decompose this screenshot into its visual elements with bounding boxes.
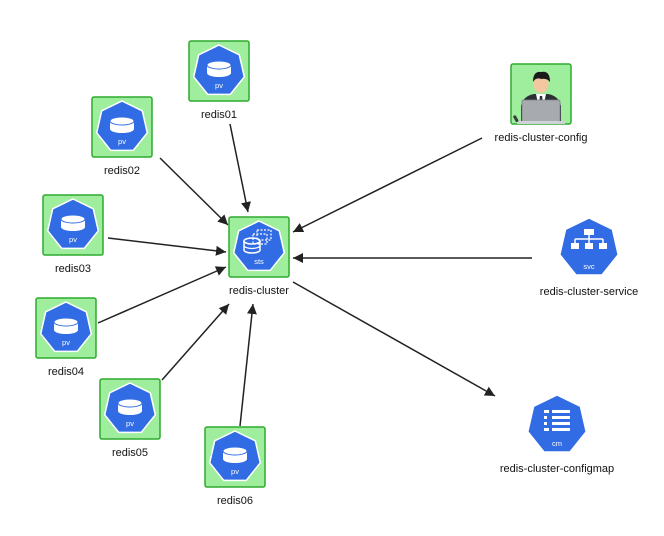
edge-cluster-to-configmap [292, 281, 496, 397]
node-redis-cluster-service[interactable]: svc redis-cluster-service [540, 217, 638, 298]
edge-redis03-to-cluster [107, 237, 227, 256]
node-kind-tag: sts [254, 257, 264, 266]
persistent-volume-icon: pv [192, 44, 246, 96]
statefulset-icon: sts [232, 220, 286, 272]
node-label: redis06 [217, 495, 253, 507]
node-redis05[interactable]: pv redis05 [99, 378, 161, 459]
node-label: redis04 [48, 366, 84, 378]
node-redis06[interactable]: pv redis06 [204, 426, 266, 507]
node-label: redis-cluster-configmap [500, 463, 614, 475]
node-label: redis03 [55, 263, 91, 275]
node-kind-tag: cm [552, 439, 562, 448]
edge-config-to-cluster [292, 137, 483, 233]
persistent-volume-icon: pv [95, 100, 149, 152]
node-kind-tag: svc [583, 262, 595, 271]
edges [97, 123, 532, 427]
node-redis03[interactable]: pv redis03 [42, 194, 104, 275]
user-at-laptop-icon [513, 71, 565, 124]
persistent-volume-icon: pv [103, 382, 157, 434]
node-label: redis02 [104, 165, 140, 177]
edge-redis02-to-cluster [159, 157, 229, 226]
edge-redis05-to-cluster [161, 303, 230, 381]
node-redis02[interactable]: pv redis02 [91, 96, 153, 177]
configmap-icon: cm [526, 394, 588, 453]
node-kind-tag: pv [231, 467, 239, 476]
node-redis-cluster[interactable]: sts redis-cluster [228, 216, 290, 297]
node-label: redis-cluster [229, 285, 289, 297]
node-redis04[interactable]: pv redis04 [35, 297, 97, 378]
node-label: redis-cluster-service [540, 286, 638, 298]
node-label: redis-cluster-config [495, 132, 588, 144]
service-icon: svc [558, 217, 620, 276]
persistent-volume-icon: pv [39, 301, 93, 353]
persistent-volume-icon: pv [46, 198, 100, 250]
node-redis01[interactable]: pv redis01 [188, 40, 250, 121]
node-kind-tag: pv [118, 137, 126, 146]
node-redis-cluster-config[interactable]: redis-cluster-config [495, 63, 588, 144]
edge-redis04-to-cluster [97, 266, 227, 324]
edge-redis06-to-cluster [239, 303, 257, 427]
node-kind-tag: pv [69, 235, 77, 244]
node-kind-tag: pv [62, 338, 70, 347]
edge-redis01-to-cluster [229, 123, 251, 213]
node-kind-tag: pv [215, 81, 223, 90]
node-label: redis01 [201, 109, 237, 121]
node-label: redis05 [112, 447, 148, 459]
persistent-volume-icon: pv [208, 430, 262, 482]
node-kind-tag: pv [126, 419, 134, 428]
node-redis-cluster-configmap[interactable]: cm redis-cluster-configmap [500, 394, 614, 475]
